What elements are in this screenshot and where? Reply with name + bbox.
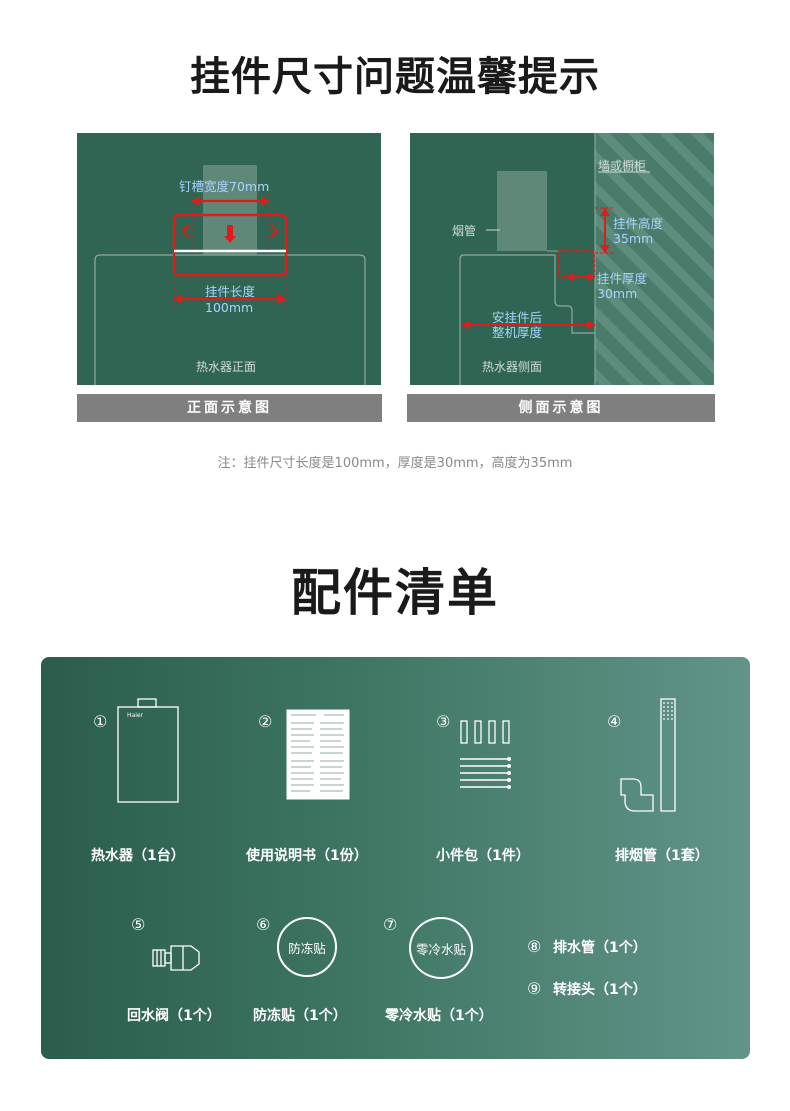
front-diagram-drawing [94,165,366,385]
front-diagram: 钉槽宽度70mm 挂件长度 100mm 热水器正面 [77,133,381,385]
antifreeze-sticker-icon: 防冻贴 [277,917,337,977]
flue-label: 烟管 [452,224,477,238]
item-7-label: 零冷水贴（1个） [385,1008,493,1024]
accessories-heading: 配件清单 [291,564,499,622]
side-caption: 侧面示意图 [407,394,715,422]
heater-side-label: 热水器侧面 [482,360,543,374]
side-diagram: 墙或橱柜 烟管 挂件高度 35mm 挂件厚度 30mm 安挂件后 整机厚度 热水… [410,133,714,385]
item-6-number: ⑥ [256,915,271,934]
item-1-label: 热水器（1台） [91,848,185,864]
hanger-length-label: 挂件长度 [205,284,256,299]
item-5-label: 回水阀（1个） [127,1008,221,1024]
accessories-panel: ① Haier 热水器（1台） ② 使用说明书（1份） ③ [41,657,750,1059]
parts-pack-icon [460,720,511,789]
item-8-number: ⑧ [527,937,542,956]
return-valve-icon [152,945,200,971]
hanger-thickness-value: 30mm [597,286,638,301]
item-7-number: ⑦ [383,915,398,934]
heater-front-label: 热水器正面 [196,360,257,374]
side-diagram-drawing [459,133,714,385]
item-6-label: 防冻贴（1个） [253,1008,347,1024]
item-4-number: ④ [607,712,622,731]
hanger-length-value: 100mm [205,300,254,315]
manual-icon [286,709,350,800]
item-2-label: 使用说明书（1份） [246,848,368,864]
hanger-thickness-label: 挂件厚度 [597,271,648,286]
installed-thickness-label-2: 整机厚度 [492,325,543,340]
installed-thickness-label: 安挂件后 [492,310,543,325]
hanger-height-value: 35mm [613,231,654,246]
heater-brand: Haier [127,712,144,719]
front-caption: 正面示意图 [77,394,382,422]
flue-pipe-icon [620,698,676,812]
tips-heading: 挂件尺寸问题温馨提示 [190,54,600,100]
item-9-number: ⑨ [527,979,542,998]
water-heater-icon [117,698,179,803]
slot-width-label: 钉槽宽度70mm [179,179,270,194]
item-8-label: 排水管（1个） [553,940,647,956]
item-1-number: ① [93,712,108,731]
item-9-label: 转接头（1个） [553,982,647,998]
item-5-number: ⑤ [131,915,146,934]
item-2-number: ② [258,712,273,731]
zero-cold-water-sticker-icon: 零冷水贴 [409,917,473,979]
item-3-label: 小件包（1件） [436,848,530,864]
item-4-label: 排烟管（1套） [615,848,709,864]
size-note: 注：挂件尺寸长度是100mm，厚度是30mm，高度为35mm [217,456,573,471]
wall-label: 墙或橱柜 [598,159,647,173]
item-3-number: ③ [436,712,451,731]
hanger-height-label: 挂件高度 [613,216,664,231]
